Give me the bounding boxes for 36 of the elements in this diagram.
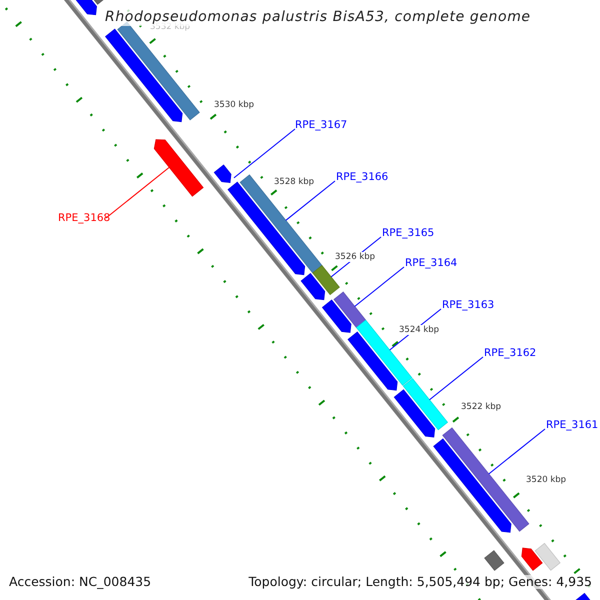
gene-feature (484, 550, 504, 571)
leader-line (429, 356, 484, 400)
gene-feature (154, 139, 204, 197)
gene-feature (214, 164, 232, 183)
scale-label: 3526 kbp (335, 252, 376, 262)
scale-label: 3520 kbp (526, 475, 566, 485)
leader-line (233, 128, 296, 178)
gene-label: RPE_3166 (336, 171, 388, 183)
gene-feature (521, 548, 543, 571)
genome-info: Topology: circular; Length: 5,505,494 bp; Genes: 4,935 (248, 575, 592, 589)
scale-label: 3528 kbp (274, 177, 314, 187)
scale-label: 3524 kbp (399, 325, 440, 335)
gene-feature (240, 174, 322, 274)
gene-feature (300, 272, 326, 300)
gene-label: RPE_3163 (442, 299, 494, 311)
leader-line (285, 180, 336, 221)
leader-line (106, 166, 170, 218)
gene-label: RPE_3167 (295, 119, 348, 131)
scale-label: 3530 kbp (214, 100, 254, 110)
gene-label: RPE_3164 (405, 257, 458, 269)
gene-feature (333, 292, 366, 328)
gene-label: RPE_3168 (58, 212, 110, 224)
gene-label: RPE_3162 (484, 347, 536, 359)
genome-info: Accession: NC_008435 (9, 575, 152, 589)
leader-line (488, 428, 546, 474)
gene-feature (348, 332, 398, 391)
gene-feature (322, 299, 352, 333)
gene-feature (534, 542, 561, 571)
gene-feature (312, 264, 340, 296)
gene-feature (394, 389, 436, 438)
gene-label: RPE_3161 (546, 419, 598, 431)
leader-line (354, 266, 404, 307)
gene-label: RPE_3165 (382, 227, 434, 239)
scale-label: 3522 kbp (461, 402, 502, 412)
gene-feature (402, 378, 448, 430)
gene-feature (433, 438, 512, 533)
